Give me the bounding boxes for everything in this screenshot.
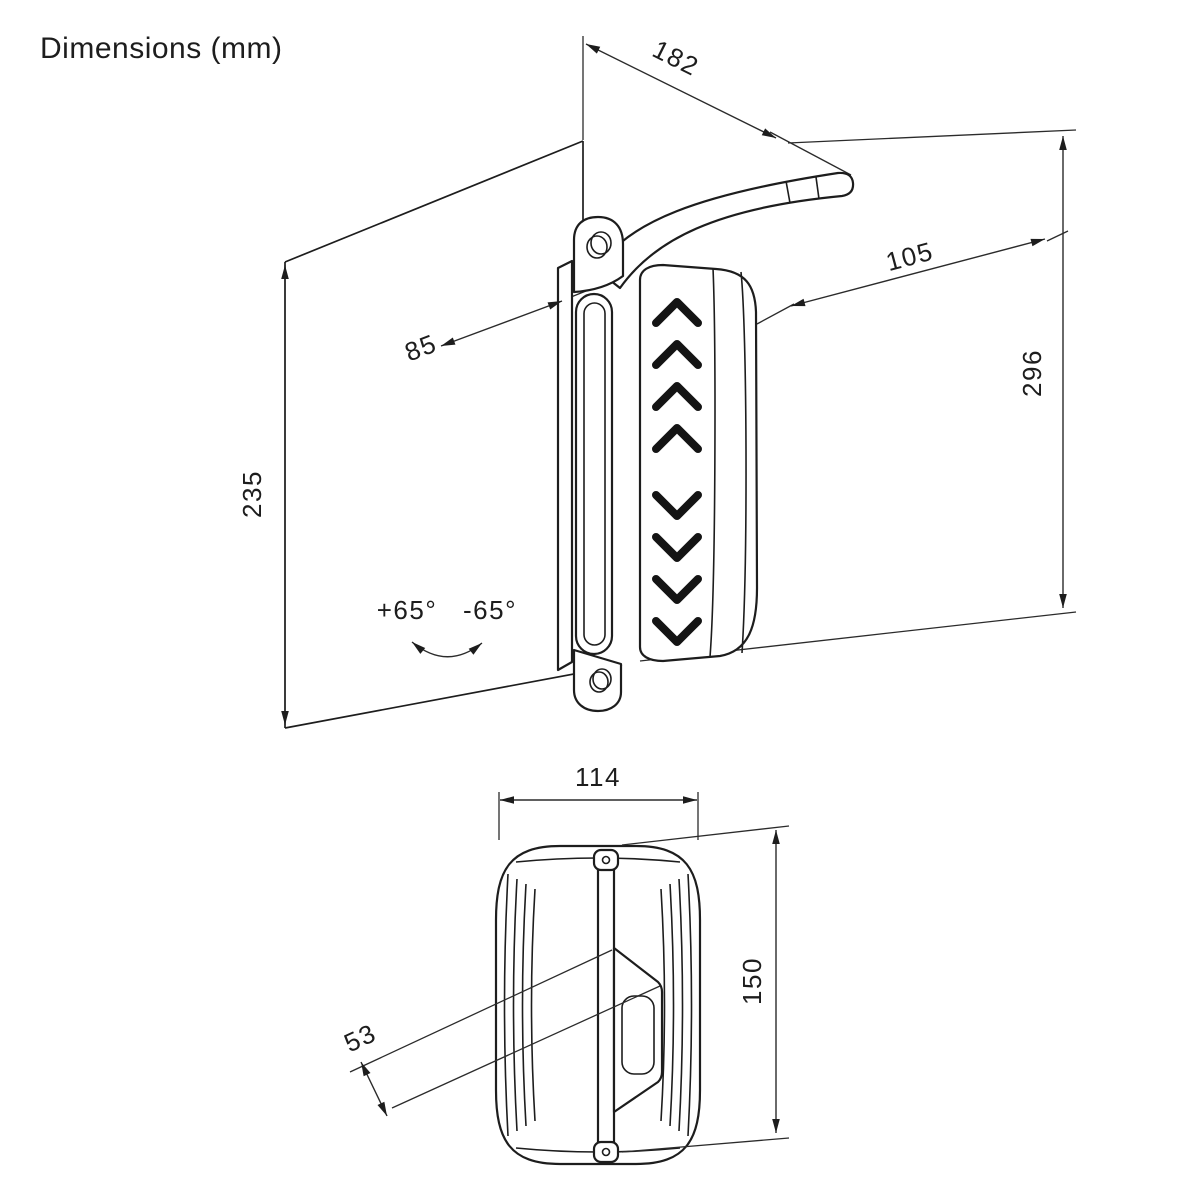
extension-lines-top-view — [349, 792, 790, 1153]
mount-hole-top — [590, 231, 612, 255]
wall-plate — [556, 215, 625, 713]
dim-105: 105 — [790, 236, 1046, 307]
dim-150-label: 150 — [737, 957, 767, 1005]
dim-182: 182 — [585, 34, 777, 139]
bracket-tab-top — [592, 848, 620, 872]
dim-53-label: 53 — [339, 1018, 381, 1059]
dim-114: 114 — [500, 762, 697, 804]
tilt-negative-label: -65° — [463, 595, 517, 625]
tilt-arc-arrow-icon — [411, 641, 483, 658]
dim-182-label: 182 — [648, 34, 704, 82]
dim-53: 53 — [339, 1018, 388, 1117]
chevron-grille-icon — [652, 298, 702, 646]
dim-114-label: 114 — [575, 762, 621, 792]
dim-235: 235 — [237, 265, 289, 725]
dim-150: 150 — [737, 830, 780, 1133]
mount-tab-bottom — [572, 648, 623, 713]
mount-hole-bottom — [592, 668, 612, 690]
speaker-body-perspective — [638, 263, 759, 663]
dim-85: 85 — [400, 300, 563, 367]
support-arm — [595, 171, 855, 290]
bracket-tab-bottom — [592, 1140, 620, 1164]
dim-235-label: 235 — [237, 470, 267, 518]
tilt-positive-label: +65° — [377, 595, 438, 625]
speaker-outline — [638, 263, 759, 663]
bracket-plate — [596, 866, 616, 1148]
page-title: Dimensions (mm) — [40, 32, 283, 65]
dim-85-label: 85 — [400, 328, 441, 367]
swivel-bracket — [574, 292, 614, 656]
tilt-range: +65° -65° — [377, 595, 517, 658]
dim-105-label: 105 — [883, 236, 937, 277]
dim-296-label: 296 — [1017, 349, 1047, 397]
dim-296: 296 — [1017, 136, 1067, 608]
